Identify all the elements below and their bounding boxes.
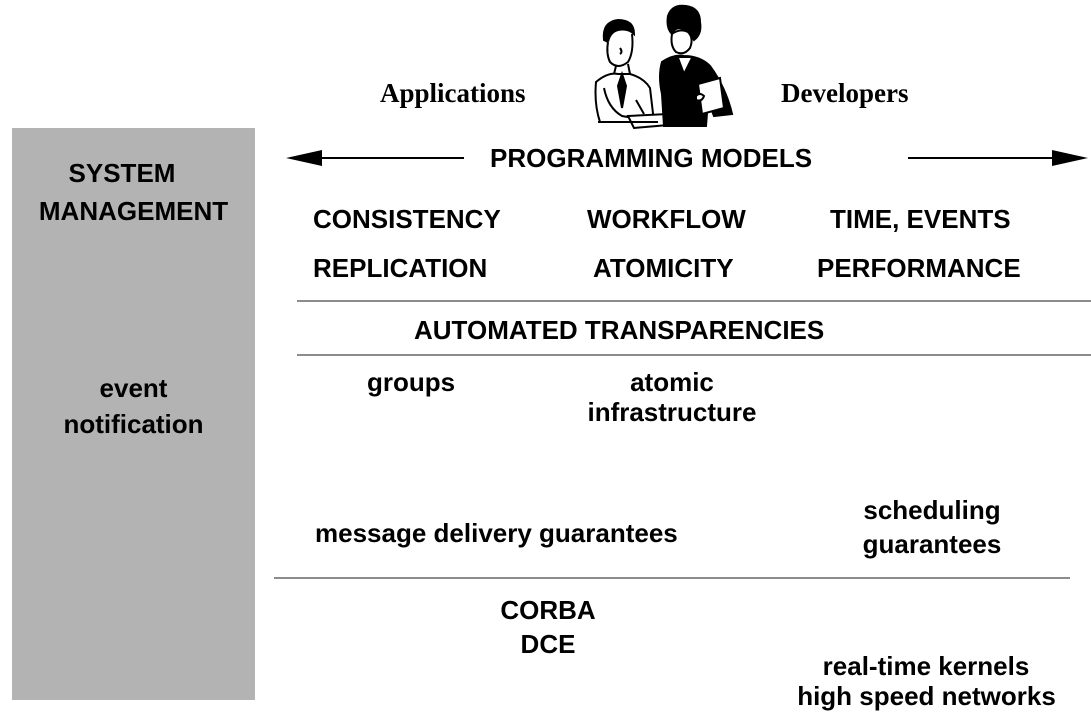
groups-label: groups [367, 367, 456, 397]
event-notification-line1: event [99, 373, 168, 403]
applications-title: Applications [380, 78, 526, 108]
atomic-infrastructure-line2: infrastructure [587, 397, 757, 427]
message-delivery-guarantees: message delivery guarantees [315, 518, 678, 548]
model-performance: PERFORMANCE [817, 253, 1021, 283]
people-clipart-icon [594, 4, 734, 130]
developers-title: Developers [781, 78, 909, 108]
atomic-infrastructure-line1: atomic [630, 367, 714, 397]
programming-models-label: PROGRAMMING MODELS [490, 143, 813, 173]
real-time-kernels-label: real-time kernels [822, 651, 1030, 681]
divider-top [297, 300, 1091, 302]
system-management-title-line1: SYSTEM [68, 158, 176, 188]
automated-transparencies-label: AUTOMATED TRANSPARENCIES [414, 315, 825, 345]
corba-label: CORBA [500, 595, 596, 625]
model-consistency: CONSISTENCY [313, 204, 501, 234]
divider-middle [297, 354, 1091, 356]
high-speed-networks-label: high speed networks [797, 681, 1056, 711]
model-replication: REPLICATION [313, 253, 488, 283]
scheduling-guarantees-line1: scheduling [863, 495, 1001, 525]
dce-label: DCE [520, 629, 576, 659]
system-management-panel [12, 128, 255, 700]
event-notification-line2: notification [63, 409, 204, 439]
divider-bottom [274, 577, 1070, 579]
scheduling-guarantees-line2: guarantees [862, 529, 1002, 559]
model-time-events: TIME, EVENTS [830, 204, 1011, 234]
double-arrow-icon [286, 150, 1088, 166]
system-management-title-line2: MANAGEMENT [38, 196, 229, 226]
model-atomicity: ATOMICITY [593, 253, 734, 283]
model-workflow: WORKFLOW [587, 204, 746, 234]
